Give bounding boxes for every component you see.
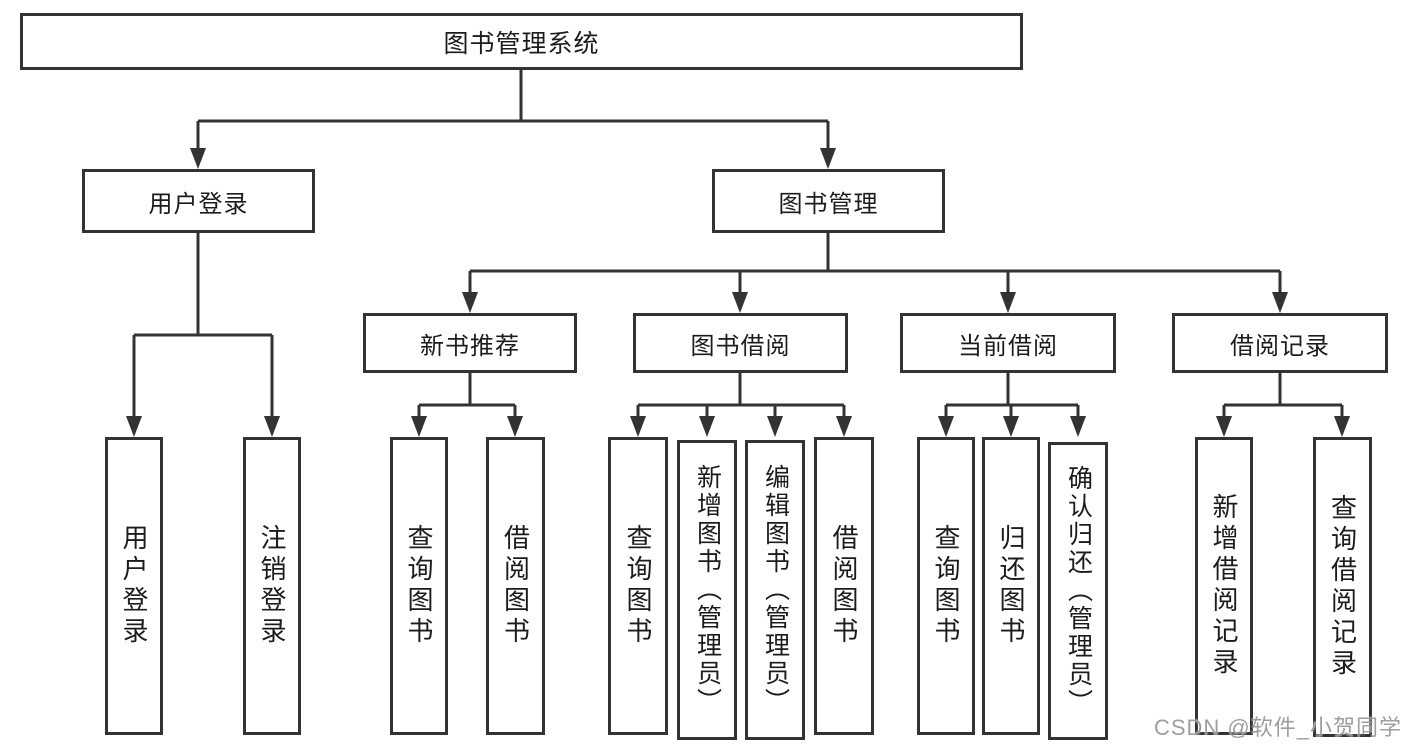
leaf-borrow-book-recommend: 借阅图书 <box>486 437 545 735</box>
node-current-borrow: 当前借阅 <box>900 313 1116 373</box>
csdn-watermark: CSDN @软件_小贺同学 <box>1153 715 1402 740</box>
node-new-book-recommend: 新书推荐 <box>363 313 577 373</box>
node-book-borrow: 图书借阅 <box>633 313 848 373</box>
leaf-add-borrow-record: 新增借阅记录 <box>1195 437 1253 735</box>
node-user-login: 用户登录 <box>82 169 315 233</box>
node-root: 图书管理系统 <box>20 13 1023 70</box>
leaf-query-book-current: 查询图书 <box>917 437 975 735</box>
leaf-borrow-book: 借阅图书 <box>814 437 874 735</box>
leaf-edit-book-admin: 编辑图书（管理员） <box>745 440 805 740</box>
leaf-logout: 注销登录 <box>243 437 301 735</box>
node-borrow-records: 借阅记录 <box>1172 313 1388 373</box>
node-book-management: 图书管理 <box>712 169 945 233</box>
leaf-confirm-return-admin: 确认归还（管理员） <box>1048 442 1108 740</box>
arrowheads <box>126 148 1350 437</box>
leaf-query-borrow-record: 查询借阅记录 <box>1313 437 1372 737</box>
leaf-add-book-admin: 新增图书（管理员） <box>677 440 737 740</box>
leaf-query-book-borrow: 查询图书 <box>608 437 668 735</box>
leaf-user-login: 用户登录 <box>105 437 163 735</box>
leaf-query-book-recommend: 查询图书 <box>390 437 448 735</box>
leaf-return-book: 归还图书 <box>982 437 1040 735</box>
